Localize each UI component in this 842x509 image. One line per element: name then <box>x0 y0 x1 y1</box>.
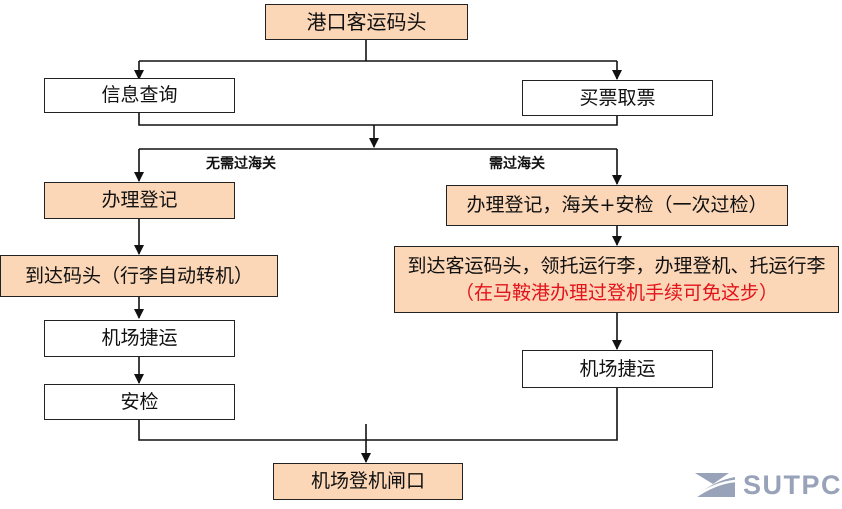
node-arrive-right-note: （在马鞍港办理过登机手续可免这步） <box>454 281 778 304</box>
node-register-right: 办理登记，海关+安检（一次过检） <box>446 185 788 226</box>
node-register-right-label: 办理登记，海关+安检（一次过检） <box>466 194 768 217</box>
node-arrive-right: 到达客运码头，领托运行李，办理登机、托运行李 （在马鞍港办理过登机手续可免这步） <box>394 246 839 313</box>
node-port-terminal-label: 港口客运码头 <box>306 10 427 34</box>
node-register-left-label: 办理登记 <box>101 189 178 212</box>
node-boarding-gate: 机场登机闸口 <box>273 463 463 500</box>
node-security-label: 安检 <box>120 390 159 413</box>
node-shuttle-right-label: 机场捷运 <box>579 357 656 380</box>
node-buy-ticket-label: 买票取票 <box>579 86 656 109</box>
branch-label-customs: 需过海关 <box>489 156 545 172</box>
connector-merge <box>138 112 618 126</box>
node-info-query-label: 信息查询 <box>101 84 178 107</box>
node-info-query: 信息查询 <box>44 78 235 113</box>
node-shuttle-left: 机场捷运 <box>44 320 235 357</box>
node-port-terminal: 港口客运码头 <box>265 4 468 40</box>
node-arrive-left-label: 到达码头（行李自动转机） <box>24 264 253 287</box>
node-arrive-right-label: 到达客运码头，领托运行李，办理登机、托运行李 <box>407 254 826 277</box>
sutpc-logo: SUTPC <box>693 470 842 500</box>
node-security: 安检 <box>44 384 235 420</box>
node-register-left: 办理登记 <box>44 182 235 219</box>
node-arrive-left: 到达码头（行李自动转机） <box>0 255 278 297</box>
connector-final-merge <box>138 388 618 441</box>
sutpc-logo-mark-icon <box>694 473 736 499</box>
branch-label-no-customs: 无需过海关 <box>206 156 276 172</box>
node-shuttle-right: 机场捷运 <box>522 350 713 388</box>
node-buy-ticket: 买票取票 <box>522 80 713 116</box>
node-shuttle-left-label: 机场捷运 <box>101 327 178 350</box>
node-boarding-gate-label: 机场登机闸口 <box>310 470 425 493</box>
sutpc-logo-text: SUTPC <box>743 469 842 500</box>
